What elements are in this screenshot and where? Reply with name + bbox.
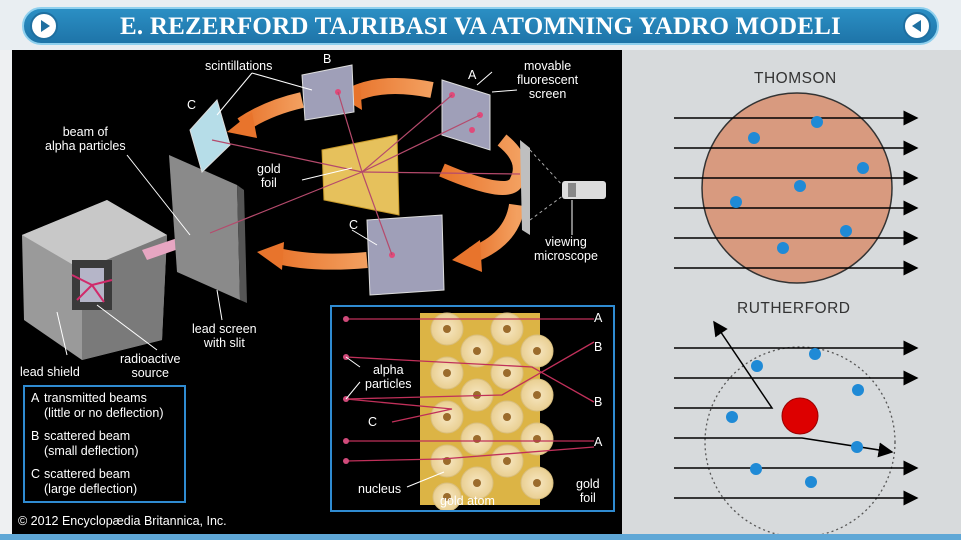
inset-label-a1: A xyxy=(594,311,603,325)
bottom-accent-bar xyxy=(0,534,961,540)
label-screen-c-top: C xyxy=(187,98,197,112)
atom-models-drawing xyxy=(674,92,919,538)
apparatus-drawing xyxy=(22,64,606,360)
back-icon xyxy=(912,20,921,32)
label-screen-a: A xyxy=(468,68,477,82)
label-lead-screen: lead screen with slit xyxy=(192,322,257,350)
inset-label-b2: B xyxy=(594,395,603,409)
inset-label-c: C xyxy=(368,415,378,429)
rutherford-title: RUTHERFORD xyxy=(737,300,851,317)
inset-label-gold-foil: gold foil xyxy=(576,477,600,505)
label-beam: beam of alpha particles xyxy=(45,125,126,153)
atom-models-panel: THOMSON RUTHERFORD xyxy=(622,50,961,540)
label-gold-foil: gold foil xyxy=(257,162,281,190)
thomson-title: THOMSON xyxy=(754,70,837,87)
slide-title: E. REZERFORD TAJRIBASI VA ATOMNING YADRO… xyxy=(120,13,841,40)
rutherford-experiment-figure: scintillations B A C movable fluorescent… xyxy=(12,50,622,534)
label-lead-shield: lead shield xyxy=(20,365,80,379)
nucleus xyxy=(781,397,819,435)
inset-drawing xyxy=(343,312,595,510)
label-scintillations: scintillations xyxy=(205,59,273,73)
orbit-arrow-top xyxy=(348,78,434,103)
rutherford-atom xyxy=(704,346,896,538)
label-movable-screen: movable fluorescent screen xyxy=(517,59,579,101)
scattering-inset: A B B A C alpha particles nucleus gold a… xyxy=(330,305,615,512)
next-slide-button[interactable] xyxy=(903,12,931,40)
label-screen-b: B xyxy=(323,52,332,66)
inset-label-alpha-particles: alpha particles xyxy=(365,363,412,391)
copyright-credit: © 2012 Encyclopædia Britannica, Inc. xyxy=(18,514,227,528)
label-radioactive-source: radioactive source xyxy=(120,352,181,380)
inset-label-nucleus: nucleus xyxy=(358,482,402,496)
title-banner: E. REZERFORD TAJRIBASI VA ATOMNING YADRO… xyxy=(22,7,939,45)
play-icon xyxy=(41,20,50,32)
inset-label-gold-atom: gold atom xyxy=(440,494,495,508)
previous-slide-button[interactable] xyxy=(30,12,58,40)
label-screen-c-bottom: C xyxy=(349,218,359,232)
label-viewing-microscope: viewing microscope xyxy=(534,235,598,263)
inset-label-a2: A xyxy=(594,435,603,449)
inset-label-b1: B xyxy=(594,340,603,354)
